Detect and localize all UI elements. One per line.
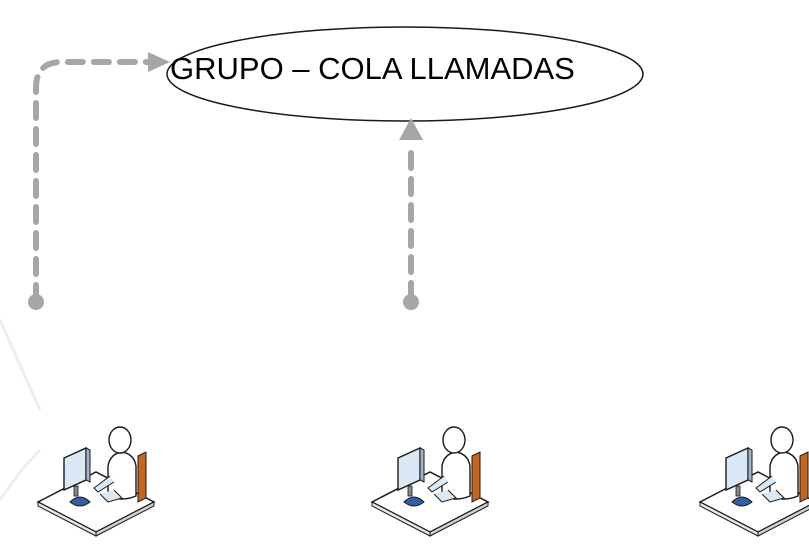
arrow-head-icon [148,52,170,72]
agent-workstation-icon [37,426,155,537]
connector-start-dot [28,294,44,310]
arrow-head-icon [399,118,423,140]
agent-workstation-icon [699,426,809,537]
queue-label: GRUPO – COLA LLAMADAS [170,51,575,86]
agent-workstation-icon [371,426,489,537]
queue-ellipse [166,26,644,122]
connector-agent-1 [28,52,170,310]
connector-start-dot [403,294,419,310]
connector-agent-2 [399,118,423,310]
background-arc [0,448,42,501]
background-arc [0,319,42,411]
